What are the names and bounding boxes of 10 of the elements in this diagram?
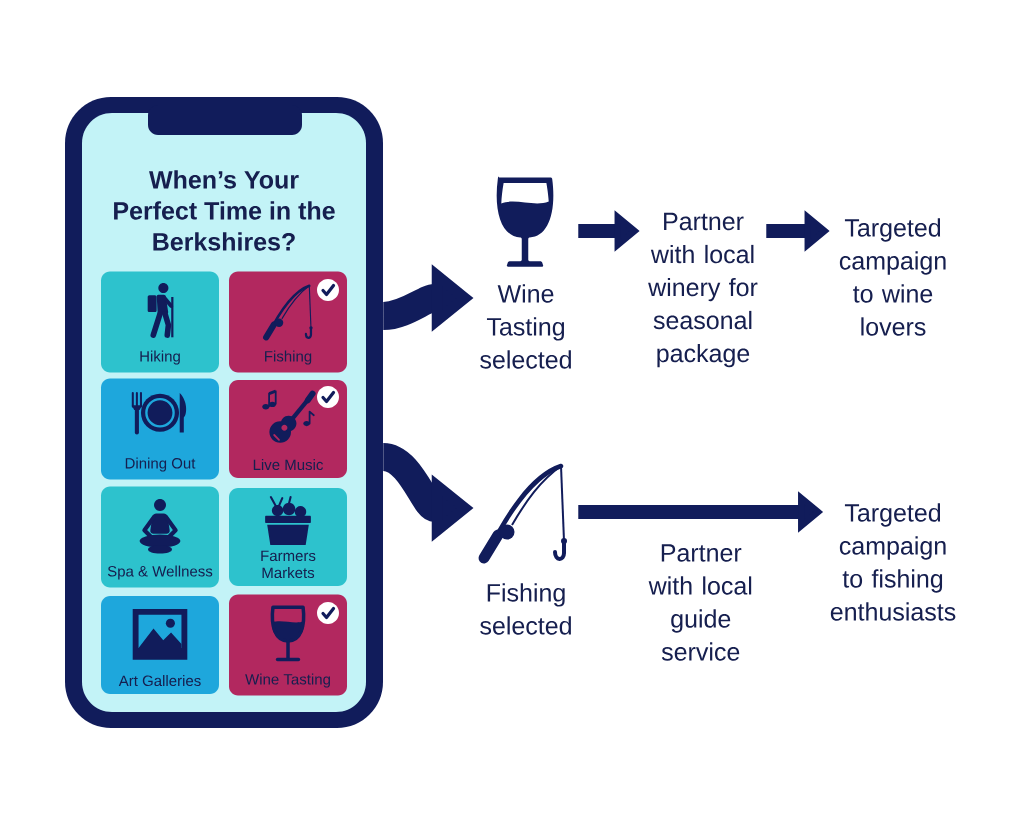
step-label: Wine Tasting selected	[480, 284, 571, 369]
option-tile: Spa & Wellness	[101, 486, 219, 588]
step-label: Targeted campaign to wine lovers	[839, 218, 946, 336]
step-label: Fishing selected	[480, 583, 571, 635]
heading: When’s Your Perfect Time in the Berkshires?	[114, 170, 335, 251]
option-tile: Hiking	[101, 271, 219, 373]
option-tile: Fishing	[229, 271, 347, 373]
edge-label: Partner with local guide service	[639, 540, 763, 665]
step-label: Targeted campaign to fishing enthusiasts	[830, 503, 956, 621]
step-label: Partner with local winery for seasonal package	[648, 212, 758, 368]
